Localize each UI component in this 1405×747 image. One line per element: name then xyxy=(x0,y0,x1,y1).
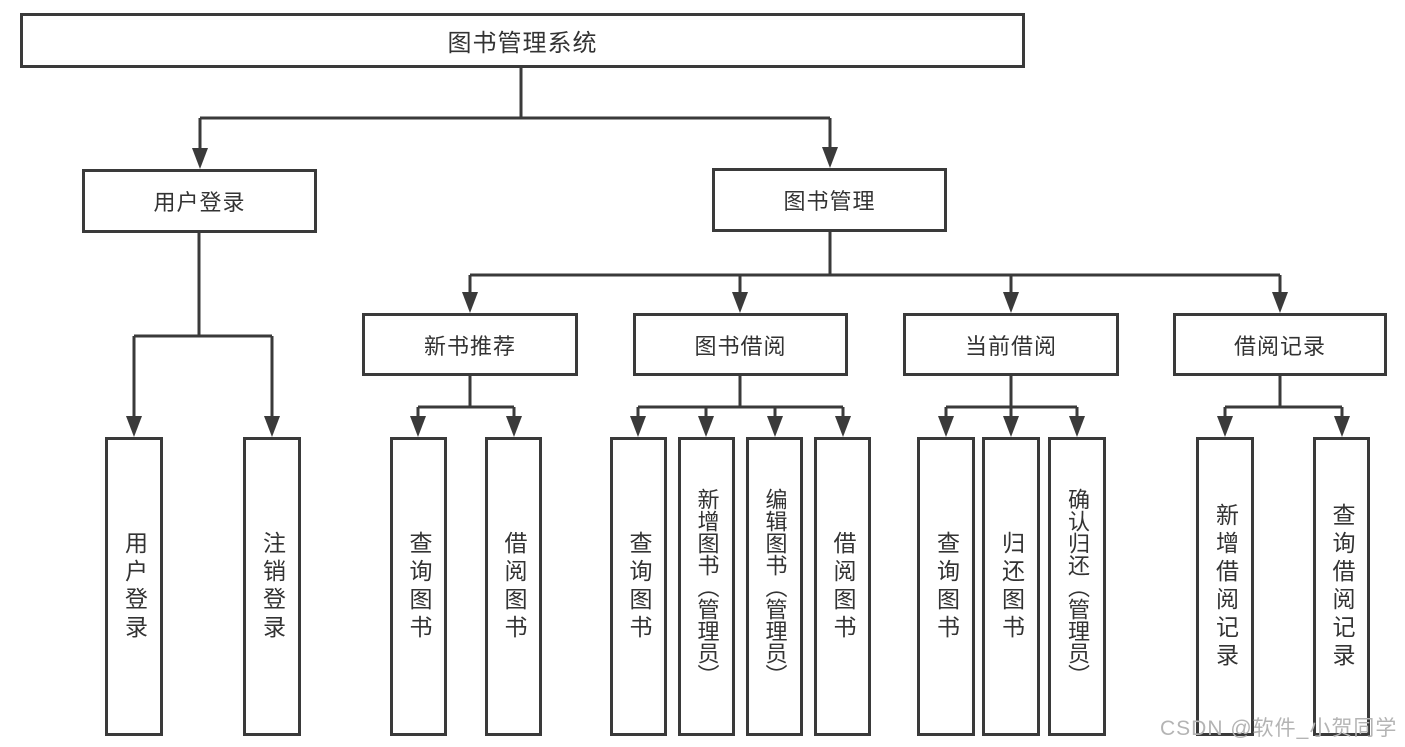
leaf-borrow-books-borrowing: 借阅图书 xyxy=(814,437,871,736)
leaf-label: 注销登录 xyxy=(259,530,286,643)
arrowhead-icon xyxy=(1003,416,1019,437)
leaf-logout-login: 注销登录 xyxy=(243,437,301,736)
node-new-book-recommendation: 新书推荐 xyxy=(362,313,578,376)
connector-borrowing-records-branch xyxy=(1223,376,1344,420)
node-current-borrowing: 当前借阅 xyxy=(903,313,1119,376)
arrowhead-icon xyxy=(938,416,954,437)
arrowhead-icon xyxy=(1003,292,1019,313)
arrowhead-icon xyxy=(264,416,280,437)
arrowhead-icon xyxy=(1334,416,1350,437)
arrowhead-icon xyxy=(822,147,838,168)
leaf-borrow-books-recommend: 借阅图书 xyxy=(485,437,542,736)
arrowhead-icon xyxy=(462,292,478,313)
node-library-management-system: 图书管理系统 xyxy=(20,13,1025,68)
arrowhead-icon xyxy=(835,416,851,437)
connector-user-login-branch xyxy=(132,233,274,420)
connector-new-book-branch xyxy=(416,376,516,420)
leaf-label: 新增借阅记录 xyxy=(1212,502,1239,671)
leaf-confirm-return-admin: 确认归还（管理员） xyxy=(1048,437,1106,736)
arrowhead-icon xyxy=(410,416,426,437)
node-book-management: 图书管理 xyxy=(712,168,947,232)
arrowhead-icon xyxy=(732,292,748,313)
arrowhead-icon xyxy=(192,148,208,169)
leaf-edit-book-admin: 编辑图书（管理员） xyxy=(746,437,803,736)
leaf-add-borrow-record: 新增借阅记录 xyxy=(1196,437,1254,736)
leaf-label: 借阅图书 xyxy=(501,530,527,643)
leaf-query-books-recommend: 查询图书 xyxy=(390,437,447,736)
leaf-label: 归还图书 xyxy=(998,530,1025,643)
leaf-label: 用户登录 xyxy=(121,530,148,643)
leaf-label: 新增图书（管理员） xyxy=(694,487,720,686)
leaf-add-book-admin: 新增图书（管理员） xyxy=(678,437,735,736)
leaf-query-books-borrowing: 查询图书 xyxy=(610,437,667,736)
leaf-label: 编辑图书（管理员） xyxy=(762,487,788,686)
arrowhead-icon xyxy=(1217,416,1233,437)
leaf-label: 查询图书 xyxy=(406,530,432,643)
arrowhead-icon xyxy=(1069,416,1085,437)
arrowhead-icon xyxy=(506,416,522,437)
leaf-return-books: 归还图书 xyxy=(982,437,1040,736)
node-book-borrowing: 图书借阅 xyxy=(633,313,848,376)
arrowhead-icon xyxy=(698,416,714,437)
arrowhead-icon xyxy=(767,416,783,437)
leaf-user-login: 用户登录 xyxy=(105,437,163,736)
connector-current-borrowing-branch xyxy=(944,376,1079,420)
arrowhead-icon xyxy=(630,416,646,437)
arrowhead-icon xyxy=(1272,292,1288,313)
arrowhead-icon xyxy=(126,416,142,437)
node-user-login: 用户登录 xyxy=(82,169,317,233)
node-borrowing-records: 借阅记录 xyxy=(1173,313,1387,376)
leaf-label: 查询借阅记录 xyxy=(1329,502,1355,671)
leaf-label: 确认归还（管理员） xyxy=(1065,487,1090,686)
watermark: CSDN @软件_小贺同学 xyxy=(1160,717,1398,740)
leaf-label: 查询图书 xyxy=(626,530,652,643)
leaf-label: 查询图书 xyxy=(933,530,960,643)
leaf-query-books-current: 查询图书 xyxy=(917,437,975,736)
connector-root-branch xyxy=(198,68,832,151)
leaf-label: 借阅图书 xyxy=(830,530,856,643)
connector-book-borrowing-branch xyxy=(636,376,845,420)
connector-book-management-branch xyxy=(468,232,1282,296)
leaf-query-borrow-record: 查询借阅记录 xyxy=(1313,437,1370,736)
